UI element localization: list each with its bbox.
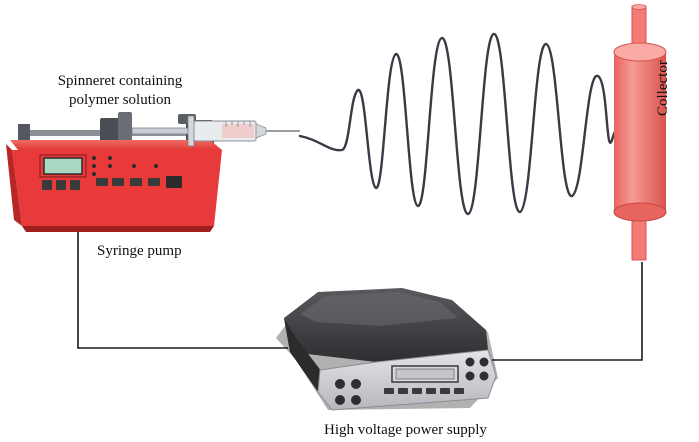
power-supply-label: High voltage power supply <box>324 422 487 438</box>
pump-button <box>130 178 142 186</box>
collector-top-cap <box>613 42 667 62</box>
spinneret-label-line1: Spinneret containing <box>57 73 183 89</box>
pump-button <box>70 180 80 190</box>
collector-shaft-cap <box>631 4 647 10</box>
syringe-graduations <box>225 121 251 127</box>
spinneret-label-line2: polymer solution <box>68 92 172 108</box>
power-supply-icon <box>276 288 498 411</box>
pump-buttons <box>42 176 182 190</box>
psu-left-side <box>284 318 322 392</box>
pump-indicator-dots <box>92 156 158 176</box>
collector-label: Collector <box>655 60 671 116</box>
pump-button <box>42 180 52 190</box>
pump-to-psu-wire <box>77 232 288 349</box>
psu-top-highlight <box>300 292 458 326</box>
syringe-plunger <box>131 127 191 135</box>
pump-body-bottom <box>22 226 214 232</box>
psu-to-collector-wire <box>492 262 643 361</box>
psu-keys <box>384 388 464 394</box>
psu-right-terminals <box>465 357 489 381</box>
collector-drum-icon <box>613 4 667 261</box>
spinneret-label: Spinneret containing polymer solution <box>20 72 220 110</box>
pump-power-button <box>166 176 182 188</box>
pump-button <box>148 178 160 186</box>
pump-button <box>96 178 108 186</box>
circuit-wires <box>77 232 643 361</box>
pump-display-bezel <box>39 154 87 178</box>
syringe-needle <box>266 130 300 132</box>
syringe-tip <box>255 123 267 139</box>
syringe-solution <box>222 124 254 138</box>
collector-bottom-cap <box>613 202 667 222</box>
syringe-icon <box>131 115 300 147</box>
psu-display-screen <box>395 368 455 380</box>
collector-body <box>614 52 666 212</box>
syringe-flange <box>187 115 195 147</box>
pump-body-side <box>6 144 22 226</box>
polymer-jet-icon <box>298 32 666 216</box>
syringe-pump-label: Syringe pump <box>97 243 182 259</box>
pump-display <box>43 157 83 175</box>
pump-button <box>56 180 66 190</box>
psu-left-terminals <box>335 379 361 405</box>
pump-body-top <box>10 140 222 150</box>
pump-button <box>112 178 124 186</box>
